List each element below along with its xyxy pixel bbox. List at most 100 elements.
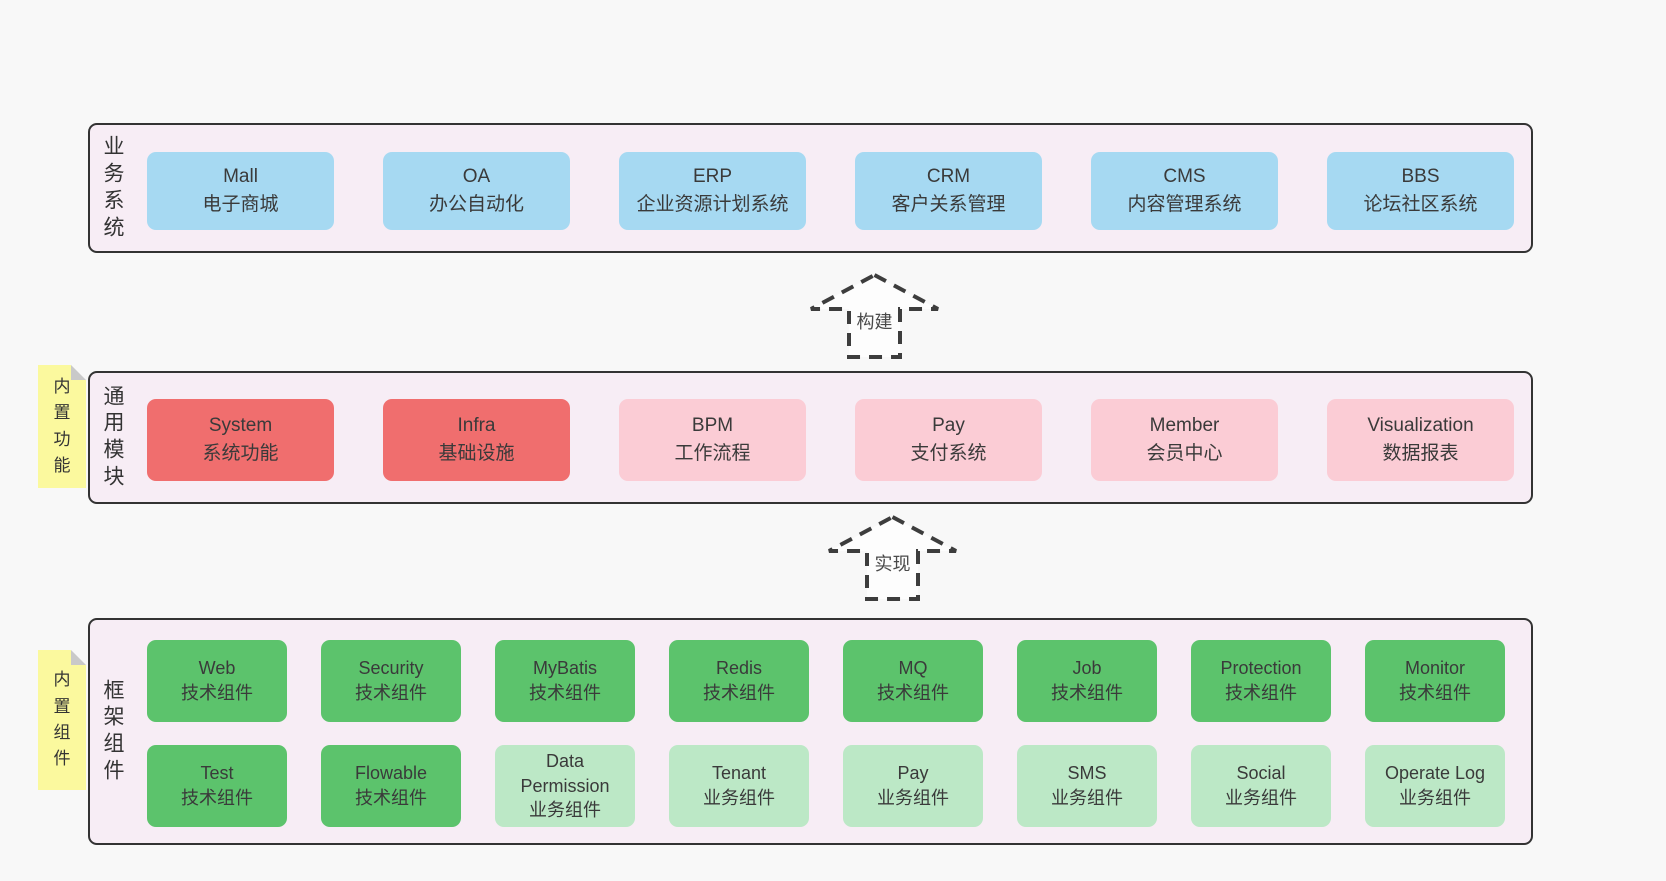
box-subtitle: 技术组件 <box>355 788 427 808</box>
box-title: Test <box>200 763 234 784</box>
build-arrow: 构建 <box>810 272 939 359</box>
build-arrow-shape <box>810 272 939 359</box>
box-bpm: BPM 工作流程 <box>619 399 806 481</box>
box-monitor: Monitor 技术组件 <box>1365 640 1505 722</box>
box-operate-log: Operate Log 业务组件 <box>1365 745 1505 827</box>
box-subtitle: 技术组件 <box>703 683 775 703</box>
band-label-business-systems: 业务系统 <box>103 135 125 239</box>
band-label-common-modules: 通用模块 <box>103 384 125 489</box>
box-title: MQ <box>898 658 928 679</box>
implement-arrow: 实现 <box>828 514 957 601</box>
box-subtitle: 技术组件 <box>877 683 949 703</box>
box-subtitle: 业务组件 <box>1225 788 1297 808</box>
box-title: Operate Log <box>1384 763 1486 784</box>
sticky-note-builtin-features: 内置功能 <box>38 365 86 488</box>
box-title: SMS <box>1067 763 1107 784</box>
box-title: Redis <box>715 658 763 679</box>
box-title: System <box>208 414 273 436</box>
box-subtitle: 技术组件 <box>529 683 601 703</box>
box-subtitle: 业务组件 <box>877 788 949 808</box>
box-oa: OA 办公自动化 <box>383 152 570 230</box>
implement-arrow-label: 实现 <box>875 554 911 574</box>
box-subtitle: 业务组件 <box>703 788 775 808</box>
box-job: Job 技术组件 <box>1017 640 1157 722</box>
box-pay-biz: Pay 业务组件 <box>843 745 983 827</box>
box-title: OA <box>462 165 491 187</box>
implement-arrow-shape <box>828 514 957 601</box>
box-web: Web 技术组件 <box>147 640 287 722</box>
box-erp: ERP 企业资源计划系统 <box>619 152 806 230</box>
box-data-permission: Data Permission 业务组件 <box>495 745 635 827</box>
box-title: Monitor <box>1404 658 1466 679</box>
box-subtitle: 业务组件 <box>1051 788 1123 808</box>
box-title: CRM <box>926 165 971 187</box>
box-title: Job <box>1072 658 1102 679</box>
common-modules-band: 通用模块 System 系统功能 Infra 基础设施 BPM 工作流程 Pay… <box>88 371 1533 504</box>
box-mq: MQ 技术组件 <box>843 640 983 722</box>
box-title: Mall <box>223 165 258 187</box>
business-systems-band: 业务系统 Mall 电子商城 OA 办公自动化 ERP 企业资源计划系统 CRM… <box>88 123 1533 253</box>
business-systems-box-row: Mall 电子商城 OA 办公自动化 ERP 企业资源计划系统 CRM 客户关系… <box>147 152 1514 230</box>
box-redis: Redis 技术组件 <box>669 640 809 722</box>
box-title: ERP <box>692 165 733 187</box>
box-flowable: Flowable 技术组件 <box>321 745 461 827</box>
framework-components-box-row-2: Test 技术组件 Flowable 技术组件 Data Permission … <box>147 745 1505 827</box>
box-title: Protection <box>1220 658 1302 679</box>
box-subtitle: 技术组件 <box>1399 683 1471 703</box>
framework-components-box-row-1: Web 技术组件 Security 技术组件 MyBatis 技术组件 Redi… <box>147 640 1505 722</box>
box-infra: Infra 基础设施 <box>383 399 570 481</box>
box-subtitle: 电子商城 <box>202 194 279 215</box>
box-system: System 系统功能 <box>147 399 334 481</box>
box-subtitle: 客户关系管理 <box>891 194 1006 215</box>
box-title: Social <box>1236 763 1286 784</box>
box-title: Web <box>198 658 236 679</box>
box-title: Tenant <box>711 763 767 784</box>
box-title: MyBatis <box>532 658 597 679</box>
box-cms: CMS 内容管理系统 <box>1091 152 1278 230</box>
sticky-note-label: 内置功能 <box>53 376 71 475</box>
box-social: Social 业务组件 <box>1191 745 1331 827</box>
box-subtitle: 工作流程 <box>674 443 751 464</box>
box-title: Flowable <box>354 763 428 784</box>
box-subtitle: 业务组件 <box>529 800 601 821</box>
box-subtitle: 业务组件 <box>1399 788 1471 808</box>
box-title: BBS <box>1401 165 1440 187</box>
box-bbs: BBS 论坛社区系统 <box>1327 152 1514 230</box>
box-title: Security <box>358 658 424 679</box>
box-subtitle: 系统功能 <box>202 443 279 464</box>
box-subtitle: 会员中心 <box>1146 443 1223 464</box>
framework-components-band: 框架组件 Web 技术组件 Security 技术组件 MyBatis 技术组件… <box>88 618 1533 845</box>
box-title: Data Permission <box>520 750 610 796</box>
build-arrow-label: 构建 <box>857 312 893 332</box>
box-crm: CRM 客户关系管理 <box>855 152 1042 230</box>
box-subtitle: 内容管理系统 <box>1127 194 1242 215</box>
box-security: Security 技术组件 <box>321 640 461 722</box>
box-subtitle: 办公自动化 <box>428 194 524 215</box>
box-subtitle: 论坛社区系统 <box>1363 194 1478 215</box>
box-subtitle: 支付系统 <box>910 443 987 464</box>
box-subtitle: 技术组件 <box>355 683 427 703</box>
box-subtitle: 技术组件 <box>181 788 253 808</box>
box-title: BPM <box>691 414 734 436</box>
box-sms: SMS 业务组件 <box>1017 745 1157 827</box>
sticky-note-builtin-components: 内置组件 <box>38 650 86 790</box>
box-test: Test 技术组件 <box>147 745 287 827</box>
box-title: Visualization <box>1367 414 1474 436</box>
box-visualization: Visualization 数据报表 <box>1327 399 1514 481</box>
box-pay: Pay 支付系统 <box>855 399 1042 481</box>
sticky-note-label: 内置组件 <box>53 670 71 769</box>
band-label-framework-components: 框架组件 <box>103 678 125 783</box>
box-mybatis: MyBatis 技术组件 <box>495 640 635 722</box>
box-mall: Mall 电子商城 <box>147 152 334 230</box>
box-subtitle: 基础设施 <box>438 443 515 464</box>
box-subtitle: 技术组件 <box>1225 683 1297 703</box>
box-title: Pay <box>897 763 929 784</box>
box-subtitle: 技术组件 <box>181 683 253 703</box>
box-protection: Protection 技术组件 <box>1191 640 1331 722</box>
box-subtitle: 技术组件 <box>1051 683 1123 703</box>
box-title: CMS <box>1163 165 1206 187</box>
box-tenant: Tenant 业务组件 <box>669 745 809 827</box>
box-title: Infra <box>457 414 496 436</box>
box-subtitle: 企业资源计划系统 <box>636 194 789 215</box>
box-member: Member 会员中心 <box>1091 399 1278 481</box>
